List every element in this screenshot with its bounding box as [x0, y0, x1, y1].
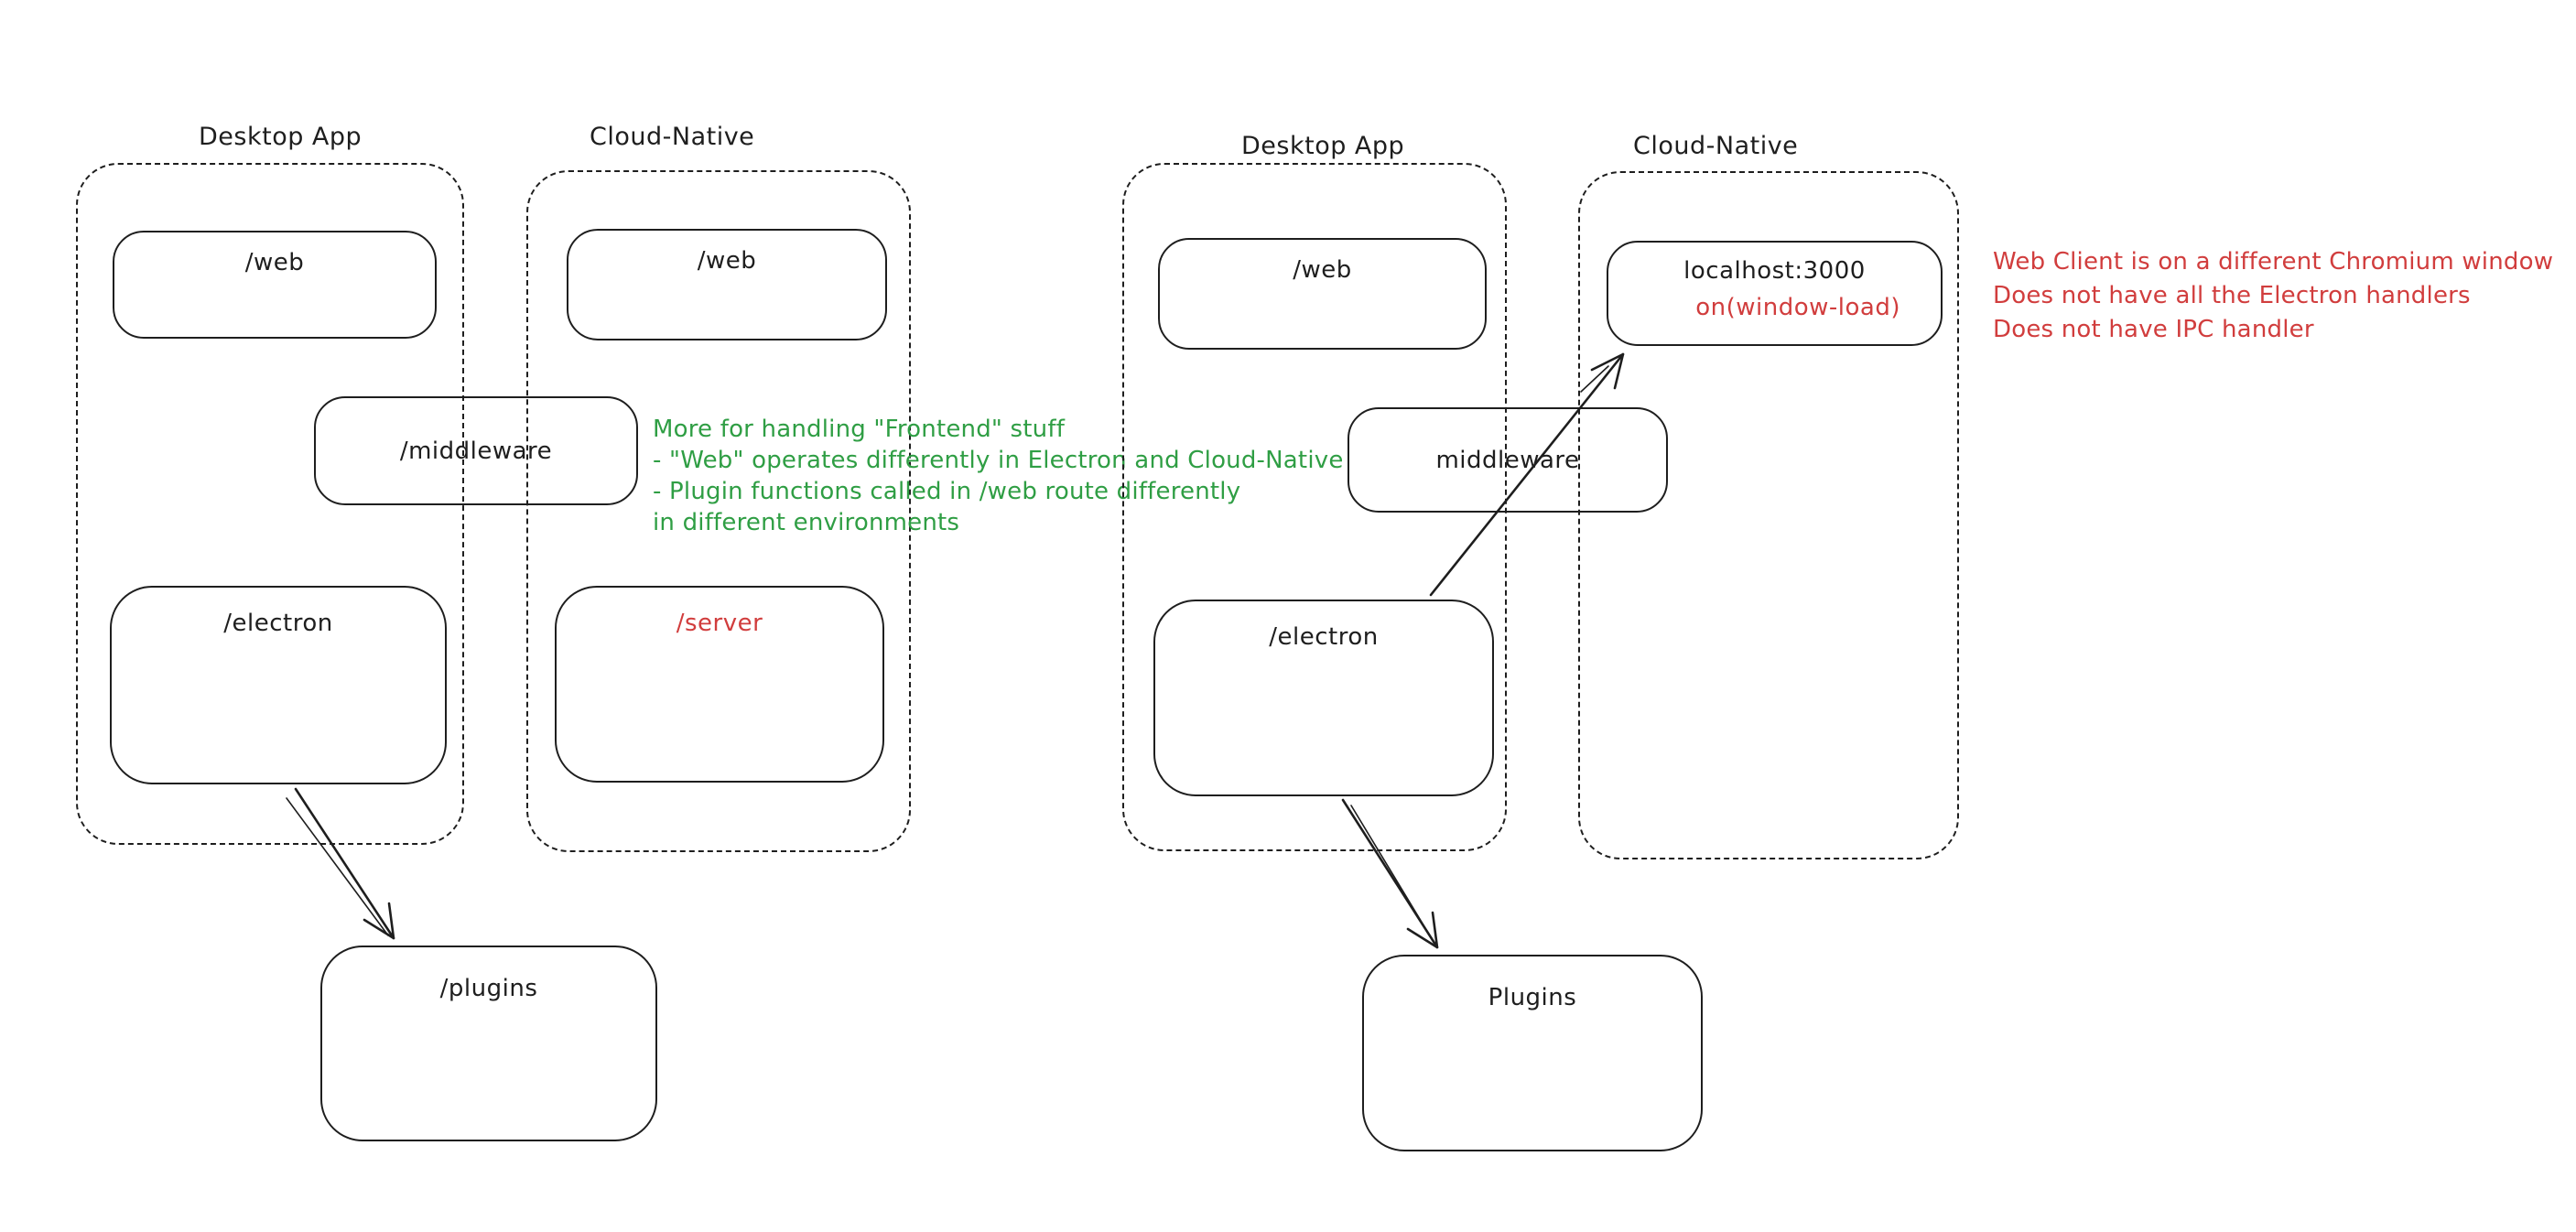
green-note-line: in different environments — [653, 509, 960, 536]
right-web-box[interactable]: /web — [1158, 238, 1487, 350]
left-cloud-web-box[interactable]: /web — [567, 229, 887, 340]
left-server-box[interactable]: /server — [555, 586, 884, 783]
right-cloud-native-label[interactable]: Cloud-Native — [1633, 132, 1799, 160]
left-cloud-native-group[interactable] — [526, 170, 911, 852]
right-plugins-label: Plugins — [1488, 984, 1577, 1011]
right-plugins-box[interactable]: Plugins — [1362, 955, 1703, 1151]
right-web-label: /web — [1293, 256, 1352, 284]
green-note-line: More for handling "Frontend" stuff — [653, 416, 1066, 443]
left-cloud-native-label[interactable]: Cloud-Native — [590, 123, 755, 151]
red-note[interactable]: Web Client is on a different Chromium wi… — [1993, 245, 2553, 347]
right-middleware-box[interactable]: middleware — [1348, 407, 1668, 513]
left-electron-box[interactable]: /electron — [110, 586, 447, 784]
left-middleware-label: /middleware — [399, 437, 553, 465]
green-note-line: - Plugin functions called in /web route … — [653, 478, 1241, 505]
right-electron-label: /electron — [1269, 623, 1379, 651]
left-cloud-web-label: /web — [697, 247, 757, 275]
right-desktop-app-label[interactable]: Desktop App — [1241, 132, 1405, 160]
localhost-label: localhost:3000 — [1683, 257, 1866, 285]
left-server-label: /server — [676, 610, 763, 637]
red-note-line: Does not have all the Electron handlers — [1993, 282, 2471, 309]
left-desktop-web-box[interactable]: /web — [113, 231, 437, 339]
window-load-label: on(window-load) — [1695, 294, 1900, 321]
left-plugins-box[interactable]: /plugins — [320, 946, 657, 1141]
left-middleware-box[interactable]: /middleware — [314, 396, 638, 505]
red-note-line: Does not have IPC handler — [1993, 316, 2314, 343]
right-middleware-label: middleware — [1435, 446, 1580, 474]
green-note-line: - "Web" operates differently in Electron… — [653, 447, 1344, 474]
left-plugins-label: /plugins — [439, 975, 538, 1002]
red-note-line: Web Client is on a different Chromium wi… — [1993, 248, 2554, 276]
localhost-box[interactable]: localhost:3000 on(window-load) — [1607, 241, 1943, 346]
green-note[interactable]: More for handling "Frontend" stuff - "We… — [653, 414, 1344, 538]
left-electron-label: /electron — [223, 610, 333, 637]
right-electron-box[interactable]: /electron — [1153, 600, 1494, 796]
left-desktop-app-label[interactable]: Desktop App — [199, 123, 363, 151]
left-desktop-web-label: /web — [244, 249, 305, 276]
